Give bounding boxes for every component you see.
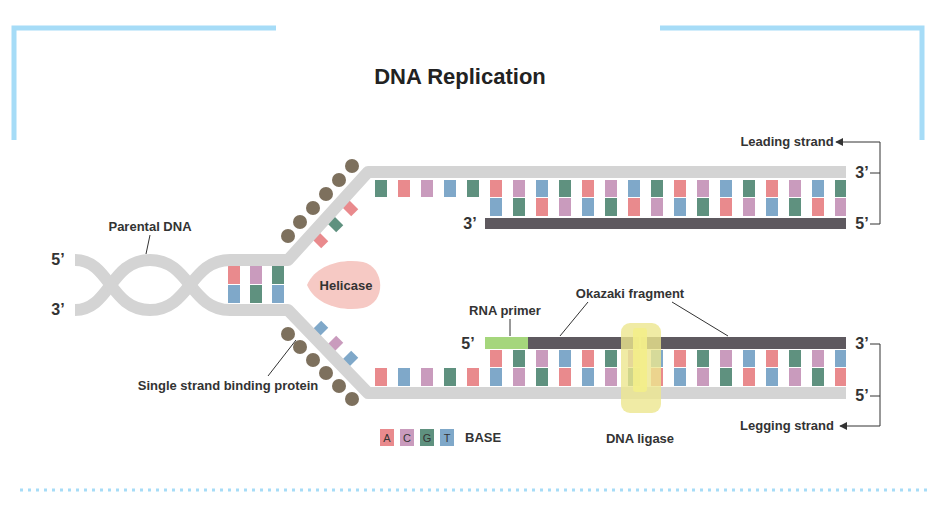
leading-new-strand	[485, 218, 846, 229]
template-strands	[75, 172, 846, 393]
strand-bracket	[836, 142, 880, 426]
strand-end: 5’	[51, 251, 64, 269]
strand-end: 5’	[855, 387, 868, 405]
part-label: Okazaki fragment	[576, 287, 684, 301]
part-label: Parental DNA	[108, 220, 191, 234]
helicase-enzyme: Helicase	[305, 258, 387, 312]
dotted-rule	[20, 489, 930, 492]
strand-name: Leading strand	[740, 135, 833, 149]
rna-primer	[485, 337, 528, 349]
leader-lines	[146, 235, 728, 376]
legend-swatch: A	[380, 429, 394, 446]
strand-end: 5’	[461, 335, 474, 353]
part-label: RNA primer	[469, 304, 541, 318]
legend-swatch: C	[400, 429, 414, 446]
leading-base-pairs	[490, 180, 846, 216]
strand-end: 3’	[855, 335, 868, 353]
okazaki-strand	[485, 337, 846, 349]
base-letter: T	[444, 432, 451, 444]
parental-bases	[228, 266, 284, 303]
legend-heading: BASE	[465, 431, 501, 445]
dna-ligase	[621, 323, 661, 413]
strand-end: 3’	[463, 215, 476, 233]
strand-end: 3’	[855, 164, 868, 182]
template-bases	[375, 180, 485, 197]
strand-end: 5’	[855, 215, 868, 233]
base-legend: A CGT	[380, 429, 454, 446]
frame-decoration	[14, 28, 922, 140]
base-letter: C	[403, 432, 411, 444]
strand-name: Legging strand	[740, 419, 834, 433]
template-bases	[375, 368, 485, 386]
diagram-title: DNA Replication	[374, 65, 546, 89]
part-label: Single strand binding protein	[138, 379, 319, 393]
legend-swatch: G	[420, 429, 434, 446]
strand-end: 3’	[51, 301, 64, 319]
lagging-base-pairs	[490, 350, 846, 386]
node-label: Helicase	[320, 278, 373, 293]
legend-swatch: T	[440, 429, 454, 446]
base-letter: G	[423, 432, 432, 444]
base-letter: A	[383, 432, 390, 444]
part-label: DNA ligase	[606, 432, 674, 446]
